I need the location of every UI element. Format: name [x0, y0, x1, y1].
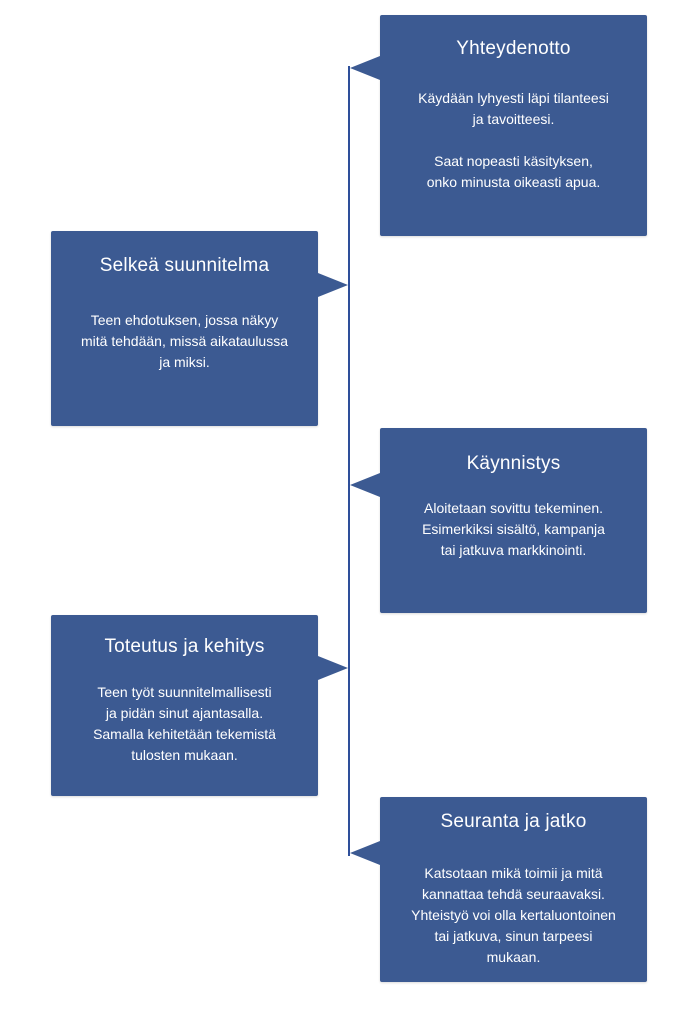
- timeline-line: [348, 66, 350, 856]
- description-line: ja pidän sinut ajantasalla.: [105, 705, 264, 721]
- step-title: Selkeä suunnitelma: [99, 255, 270, 276]
- description-line: Teen työt suunnitelmallisesti: [97, 684, 272, 700]
- description-line: Aloitetaan sovittu tekeminen.: [424, 500, 603, 516]
- step-title: Toteutus ja kehitys: [104, 636, 265, 657]
- description-line: Teen ehdotuksen, jossa näkyy: [90, 312, 279, 328]
- step-kaynnistys: Käynnistys Aloitetaan sovittu tekeminen.…: [350, 428, 647, 613]
- description-line: ja tavoitteesi.: [472, 111, 555, 127]
- description-paragraph: Käydään lyhyesti läpi tilanteesi ja tavo…: [380, 88, 647, 130]
- description-line: Yhteistyö voi olla kertaluontoinen: [411, 907, 616, 923]
- step-title: Yhteydenotto: [456, 38, 571, 59]
- description-line: Käydään lyhyesti läpi tilanteesi: [418, 90, 609, 106]
- description-line: Katsotaan mikä toimii ja mitä: [424, 865, 603, 881]
- step-description: Teen ehdotuksen, jossa näkyy mitä tehdää…: [51, 310, 318, 373]
- step-title: Käynnistys: [466, 453, 561, 474]
- description-line: tai jatkuva, sinun tarpeesi: [434, 928, 593, 944]
- step-pointer: [318, 273, 348, 297]
- description-paragraph: Saat nopeasti käsityksen, onko minusta o…: [380, 151, 647, 193]
- step-pointer: [350, 56, 380, 80]
- description-paragraph: Teen työt suunnitelmallisesti ja pidän s…: [51, 682, 318, 766]
- description-line: Esimerkiksi sisältö, kampanja: [422, 521, 605, 537]
- description-line: tai jatkuva markkinointi.: [440, 542, 587, 558]
- step-description: Aloitetaan sovittu tekeminen. Esimerkiks…: [380, 498, 647, 561]
- step-pointer: [350, 841, 380, 865]
- description-paragraph: Katsotaan mikä toimii ja mitä kannattaa …: [380, 863, 647, 968]
- description-line: kannattaa tehdä seuraavaksi.: [422, 886, 605, 902]
- step-description: Katsotaan mikä toimii ja mitä kannattaa …: [380, 863, 647, 968]
- description-line: ja miksi.: [159, 354, 210, 370]
- step-description: Käydään lyhyesti läpi tilanteesi ja tavo…: [380, 88, 647, 193]
- description-line: onko minusta oikeasti apua.: [426, 174, 601, 190]
- description-line: mukaan.: [486, 949, 541, 965]
- description-line: Samalla kehitetään tekemistä: [93, 726, 276, 742]
- step-toteutus-ja-kehitys: Toteutus ja kehitys Teen työt suunnitelm…: [51, 615, 348, 796]
- step-pointer: [350, 473, 380, 497]
- step-title: Seuranta ja jatko: [440, 811, 587, 832]
- step-seuranta-ja-jatko: Seuranta ja jatko Katsotaan mikä toimii …: [350, 797, 647, 982]
- description-line: mitä tehdään, missä aikataulussa: [81, 333, 288, 349]
- step-pointer: [318, 656, 348, 680]
- step-yhteydenotto: Yhteydenotto Käydään lyhyesti läpi tilan…: [350, 15, 647, 236]
- step-description: Teen työt suunnitelmallisesti ja pidän s…: [51, 682, 318, 766]
- description-paragraph: Aloitetaan sovittu tekeminen. Esimerkiks…: [380, 498, 647, 561]
- description-line: Saat nopeasti käsityksen,: [434, 153, 593, 169]
- description-line: tulosten mukaan.: [131, 747, 238, 763]
- step-selkea-suunnitelma: Selkeä suunnitelma Teen ehdotuksen, joss…: [51, 231, 348, 426]
- description-paragraph: Teen ehdotuksen, jossa näkyy mitä tehdää…: [51, 310, 318, 373]
